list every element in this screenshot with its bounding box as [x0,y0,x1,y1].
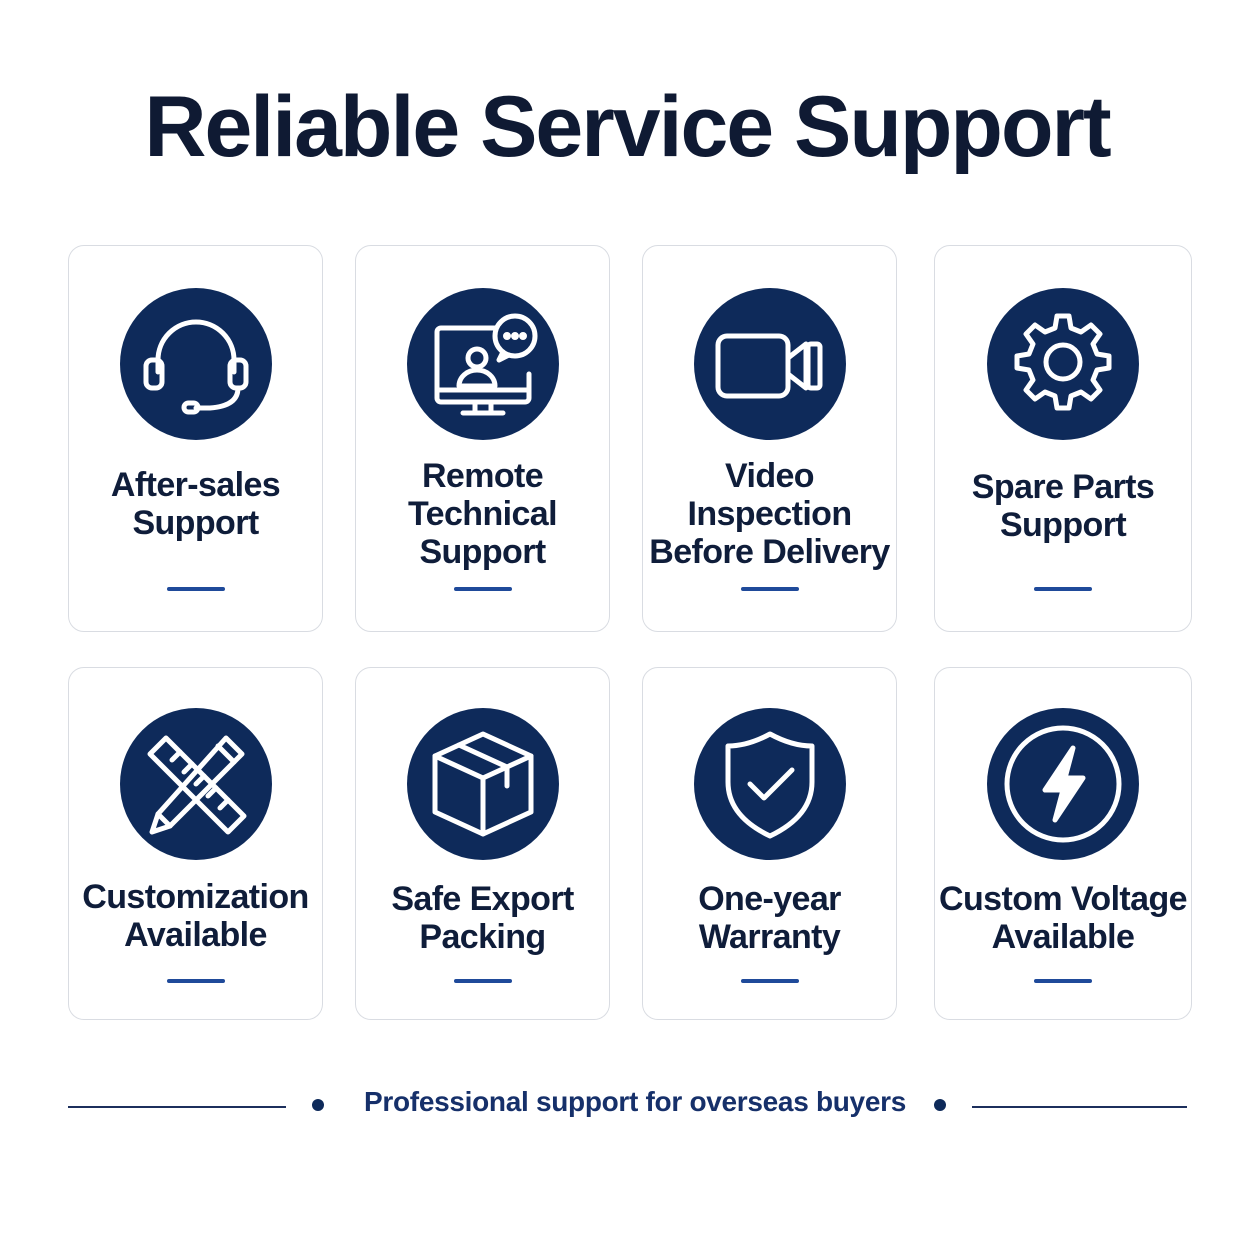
card-underline [1034,587,1092,591]
page-title: Reliable Service Support [144,79,1111,175]
footer-bullet-left [312,1099,324,1111]
card-label: Custom Voltage Available [939,880,1187,956]
footer-bullet-right [934,1099,946,1111]
footer-divider-left [68,1106,286,1108]
footer-divider-right [972,1106,1187,1108]
lightning-icon [987,708,1139,860]
card-label: Customization Available [82,878,309,954]
card-underline [166,979,225,983]
box-icon [406,708,559,860]
card-label: After-sales Support [110,466,281,542]
card-customization-available: Customization Available [68,667,323,1020]
card-custom-voltage-available: Custom Voltage Available [934,667,1192,1020]
card-underline [453,979,512,983]
card-label: Remote Technical Support [408,457,558,571]
footer-tagline: Professional support for overseas buyers [364,1086,906,1117]
card-underline [740,587,799,591]
card-remote-technical-support: Remote Technical Support [355,245,610,632]
card-safe-export-packing: Safe Export Packing [355,667,610,1020]
headset-icon [119,288,272,440]
card-video-inspection: Video Inspection Before Delivery [642,245,897,632]
card-label: One-year Warranty [698,880,841,956]
pencil-ruler-icon [119,708,272,860]
card-underline [453,587,512,591]
card-underline [740,979,799,983]
monitor-chat-icon [406,288,559,440]
card-underline [166,587,225,591]
card-label: Safe Export Packing [391,880,574,956]
card-label: Video Inspection Before Delivery [649,457,890,571]
card-underline [1034,979,1092,983]
shield-check-icon [693,708,846,860]
card-one-year-warranty: One-year Warranty [642,667,897,1020]
gear-icon [987,288,1139,440]
card-label: Spare Parts Support [971,468,1155,544]
card-spare-parts-support: Spare Parts Support [934,245,1192,632]
card-after-sales-support: After-sales Support [68,245,323,632]
video-camera-icon [693,288,846,440]
